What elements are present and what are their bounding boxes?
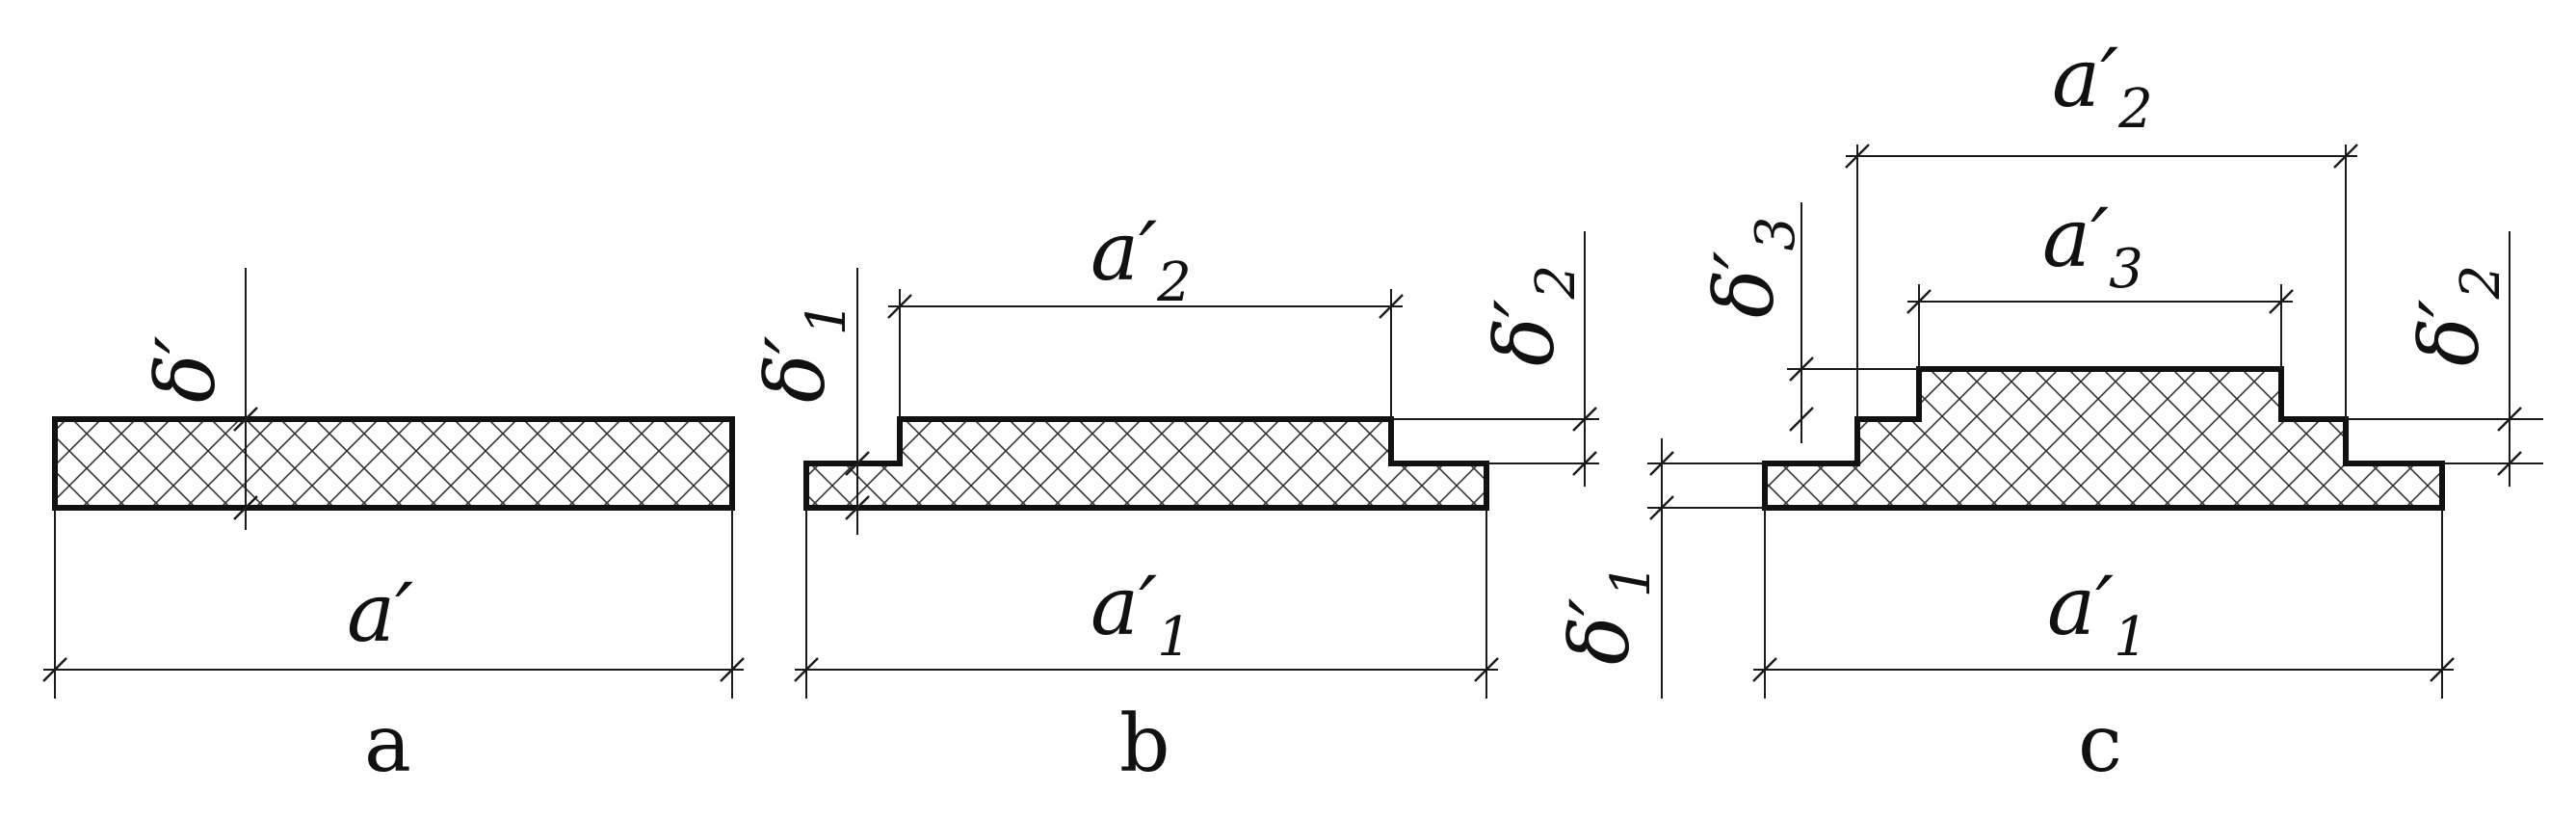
panel-c-thickness-1-label: δ′1 xyxy=(1553,564,1663,665)
panel-c-stepped-section xyxy=(1762,366,2445,511)
panel-a-thickness-label: δ′ xyxy=(139,335,233,403)
panel-c: a′2 a′3 δ′3 δ′1 δ′2 a′1 c xyxy=(1553,31,2543,790)
panel-b: a′2 δ′1 δ′2 a′1 b xyxy=(749,204,1599,790)
panel-c-bottom-width-label: a′1 xyxy=(2047,559,2148,669)
panel-a-width-label: a′ xyxy=(347,566,413,660)
panel-c-thickness-3-label: δ′3 xyxy=(1697,217,1807,318)
caption-a: a xyxy=(364,699,411,790)
panel-b-bottom-width-label: a′1 xyxy=(1091,559,1192,669)
panel-c-mid-width-label: a′2 xyxy=(2052,31,2153,141)
caption-b: b xyxy=(1119,699,1170,790)
panel-a: δ′ a′ a xyxy=(42,268,745,790)
panel-b-thickness-1-label: δ′1 xyxy=(749,302,858,403)
panel-b-stepped-section xyxy=(803,416,1489,511)
panel-a-plate xyxy=(52,416,735,511)
panel-b-thickness-2-label: δ′2 xyxy=(1478,265,1588,366)
panel-c-thickness-2-label: δ′2 xyxy=(2403,265,2512,366)
panel-c-top-width-label: a′3 xyxy=(2042,191,2143,301)
caption-c: c xyxy=(2078,699,2122,790)
panel-b-top-width-label: a′2 xyxy=(1091,204,1192,314)
